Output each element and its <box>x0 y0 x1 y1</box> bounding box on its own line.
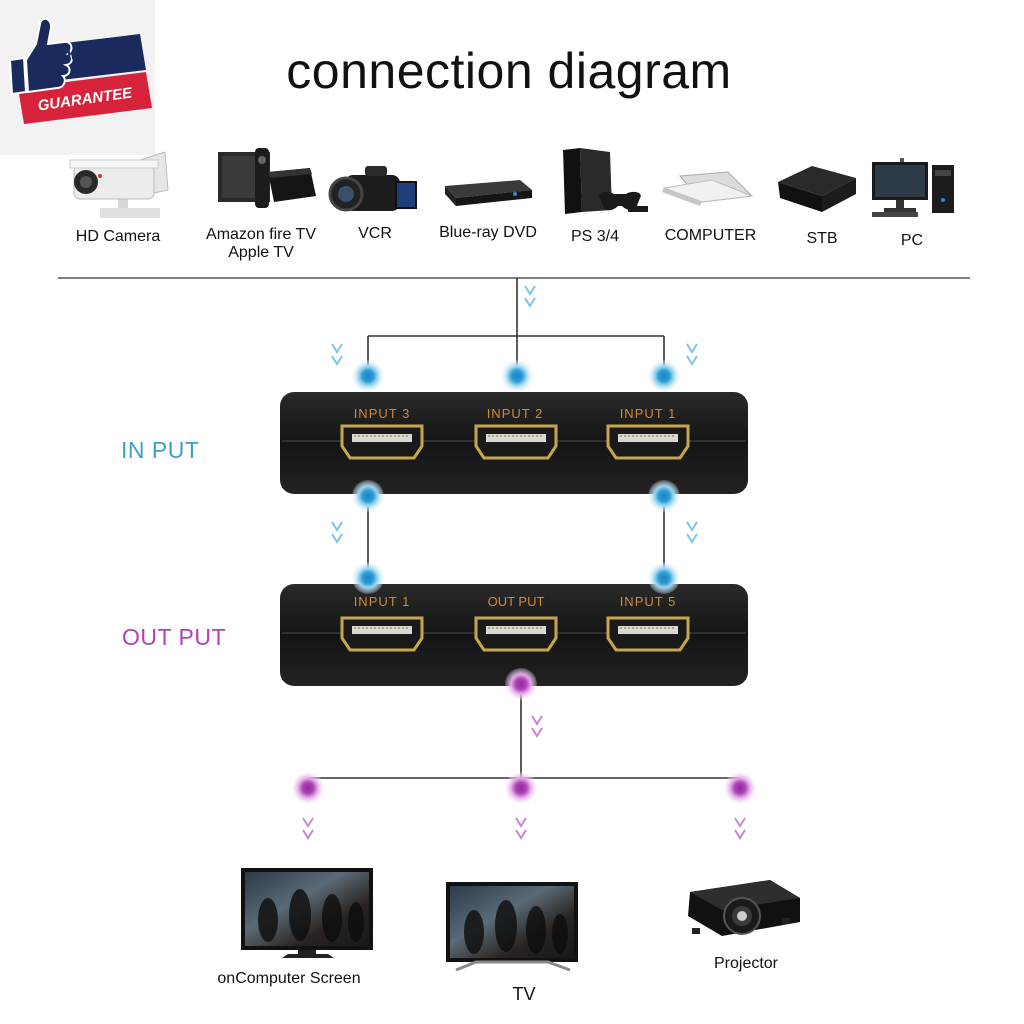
output-port-label: OUT PUT <box>487 594 545 609</box>
thumbs-up-icon <box>8 17 152 124</box>
output-section-label: OUT PUT <box>122 624 227 650</box>
flow-arrow <box>686 343 698 365</box>
flow-arrow <box>331 521 343 543</box>
laptop-icon <box>662 171 754 206</box>
set-top-box-icon <box>778 166 856 212</box>
monitor-icon <box>241 868 373 958</box>
source-label-stb: STB <box>806 230 838 247</box>
destination-label-projector: Projector <box>713 955 779 972</box>
input-port-label: INPUT 3 <box>353 406 411 421</box>
source-label-computer: COMPUTER <box>664 227 757 244</box>
output-connection-nodes <box>292 668 756 804</box>
camcorder-icon <box>328 166 417 212</box>
output-port-label: INPUT 1 <box>353 594 411 609</box>
source-label-bluray: Blue-ray DVD <box>439 224 537 241</box>
hd-camera-icon <box>69 151 169 218</box>
bluray-player-icon <box>445 180 532 206</box>
game-console-icon <box>563 148 648 214</box>
tv-icon <box>446 882 578 972</box>
flow-arrow <box>734 817 746 839</box>
input-switch-box <box>280 392 748 494</box>
output-port-label: INPUT 5 <box>619 594 677 609</box>
source-label-pc: PC <box>900 232 924 249</box>
source-label-streaming: Amazon fire TV Apple TV <box>206 226 316 261</box>
guarantee-badge: 100% GUARANTEE <box>0 0 155 155</box>
flow-arrow <box>686 521 698 543</box>
input-connection-nodes <box>352 360 680 594</box>
input-port-label: INPUT 2 <box>486 406 544 421</box>
destination-label-computer-screen: onComputer Screen <box>217 970 361 987</box>
destination-label-tv: TV <box>512 984 536 1004</box>
flow-arrow <box>302 817 314 839</box>
flow-arrow <box>531 715 543 737</box>
desktop-pc-icon <box>872 158 954 217</box>
source-label-ps: PS 3/4 <box>570 228 620 245</box>
input-section-label: IN PUT <box>121 437 200 463</box>
flow-arrow <box>524 285 536 307</box>
source-label-hd-camera: HD Camera <box>75 228 161 245</box>
flow-arrow <box>331 343 343 365</box>
input-port-label: INPUT 1 <box>619 406 677 421</box>
page-title: connection diagram <box>286 43 732 99</box>
streaming-box-icon <box>218 148 316 208</box>
projector-icon <box>688 880 800 936</box>
output-switch-box <box>280 584 748 686</box>
flow-arrow <box>515 817 527 839</box>
source-label-vcr: VCR <box>358 225 392 242</box>
